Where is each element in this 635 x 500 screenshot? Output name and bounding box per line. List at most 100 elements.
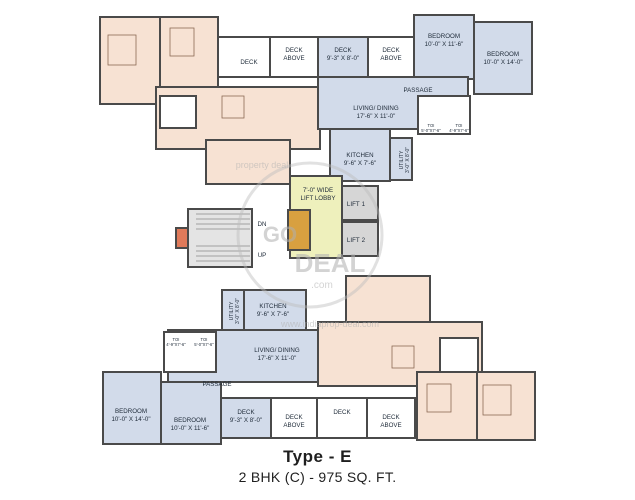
furniture [107, 27, 512, 416]
label: 9'-3" X 8'-0" [230, 417, 262, 424]
label: KITCHEN [259, 303, 286, 310]
top-right-bedroom-2 [473, 21, 533, 95]
duct [287, 209, 311, 251]
svg-text:DN: DN [258, 221, 267, 228]
plan-subtitle: 2 BHK (C) - 975 SQ. FT. [238, 469, 397, 485]
bottom-decks [220, 397, 416, 439]
bottom-right-bedroom-2 [476, 371, 536, 441]
bottom-deck-2 [316, 397, 368, 439]
bottom-right-kitchen [345, 275, 431, 323]
label: UP [258, 252, 267, 259]
top-left-flat [99, 16, 321, 185]
label: ABOVE [283, 422, 304, 429]
label: ABOVE [380, 55, 401, 62]
label: UTILITY [229, 301, 235, 320]
top-deck-2 [317, 36, 369, 78]
svg-text:UP: UP [258, 252, 267, 259]
bottom-deck-above-1 [270, 397, 318, 439]
top-left-kitchen [205, 139, 291, 185]
label: KITCHEN [346, 152, 373, 159]
stair-landing [175, 227, 189, 249]
watermark-brand-1: GO [263, 222, 297, 247]
label: DECK [333, 409, 351, 416]
lift-2 [341, 221, 379, 257]
label: LIFT LOBBY [301, 195, 336, 202]
floor-plan: GO DEAL .com www.indiaprop-deal.com prop… [99, 14, 536, 445]
bottom-left-toilets [163, 331, 217, 373]
label: LIVING/ DINING [254, 347, 300, 354]
bottom-left-bedroom-2 [160, 381, 222, 445]
label: DECK [334, 47, 352, 54]
label: BEDROOM [115, 408, 147, 415]
label: DN [258, 221, 267, 228]
watermark-url-2: property deal [236, 160, 289, 170]
top-right-toilets [417, 95, 471, 135]
top-deck-above-1 [269, 36, 319, 78]
svg-text:UTILITY3'-0" X 8'-0": UTILITY3'-0" X 8'-0" [399, 147, 411, 173]
label: 2 [362, 237, 366, 244]
label: 9'-6" X 7'-6" [344, 160, 376, 167]
label: 4'-9"X7'-6" [166, 342, 186, 347]
label: 3'-0" X 8'-0" [405, 147, 411, 173]
bottom-right-bedroom-1 [416, 371, 478, 441]
stair-treads [196, 213, 250, 262]
bottom-right-toilets [439, 337, 479, 375]
svg-text:DECK: DECK [333, 409, 351, 416]
svg-text:PASSAGE: PASSAGE [403, 87, 432, 94]
top-left-bedroom-1 [99, 16, 161, 105]
label: DECK [382, 414, 400, 421]
label: 17'-6" X 11'-0" [258, 355, 297, 362]
label: PASSAGE [403, 87, 432, 94]
svg-text:DECK: DECK [240, 59, 258, 66]
label: 9'-3" X 8'-0" [327, 55, 359, 62]
bottom-left-flat [102, 289, 319, 445]
label: LIFT [347, 201, 360, 208]
watermark-url: www.indiaprop-deal.com [280, 319, 379, 329]
label: TOI [456, 123, 463, 128]
top-left-toilets [159, 95, 197, 129]
label: 5'-0"X7'-6" [194, 342, 214, 347]
label: ABOVE [283, 55, 304, 62]
top-right-utility [389, 137, 413, 181]
svg-text:PASSAGE: PASSAGE [202, 381, 231, 388]
label: BEDROOM [428, 33, 460, 40]
label: 17'-6" X 11'-0" [357, 113, 396, 120]
label: ABOVE [380, 422, 401, 429]
label: PASSAGE [202, 381, 231, 388]
label: DECK [240, 59, 258, 66]
label: BEDROOM [174, 417, 206, 424]
top-right-kitchen [329, 128, 391, 182]
label: TOI [428, 123, 435, 128]
bottom-deck-above-2 [366, 397, 416, 439]
label: DECK [285, 414, 303, 421]
watermark-brand-2: DEAL [295, 248, 366, 278]
plan-title: Type - E [283, 447, 352, 466]
label: TOI [201, 337, 208, 342]
top-left-deck [217, 36, 271, 78]
label: TOI [173, 337, 180, 342]
top-left-bedroom-2 [159, 16, 219, 88]
label: LIFT [347, 237, 360, 244]
bottom-right-flat [317, 275, 536, 441]
label: DECK [237, 409, 255, 416]
label: 7'-0" WIDE [303, 187, 333, 194]
label: 3'-0" X 8'-0" [235, 298, 241, 324]
label: BEDROOM [487, 51, 519, 58]
